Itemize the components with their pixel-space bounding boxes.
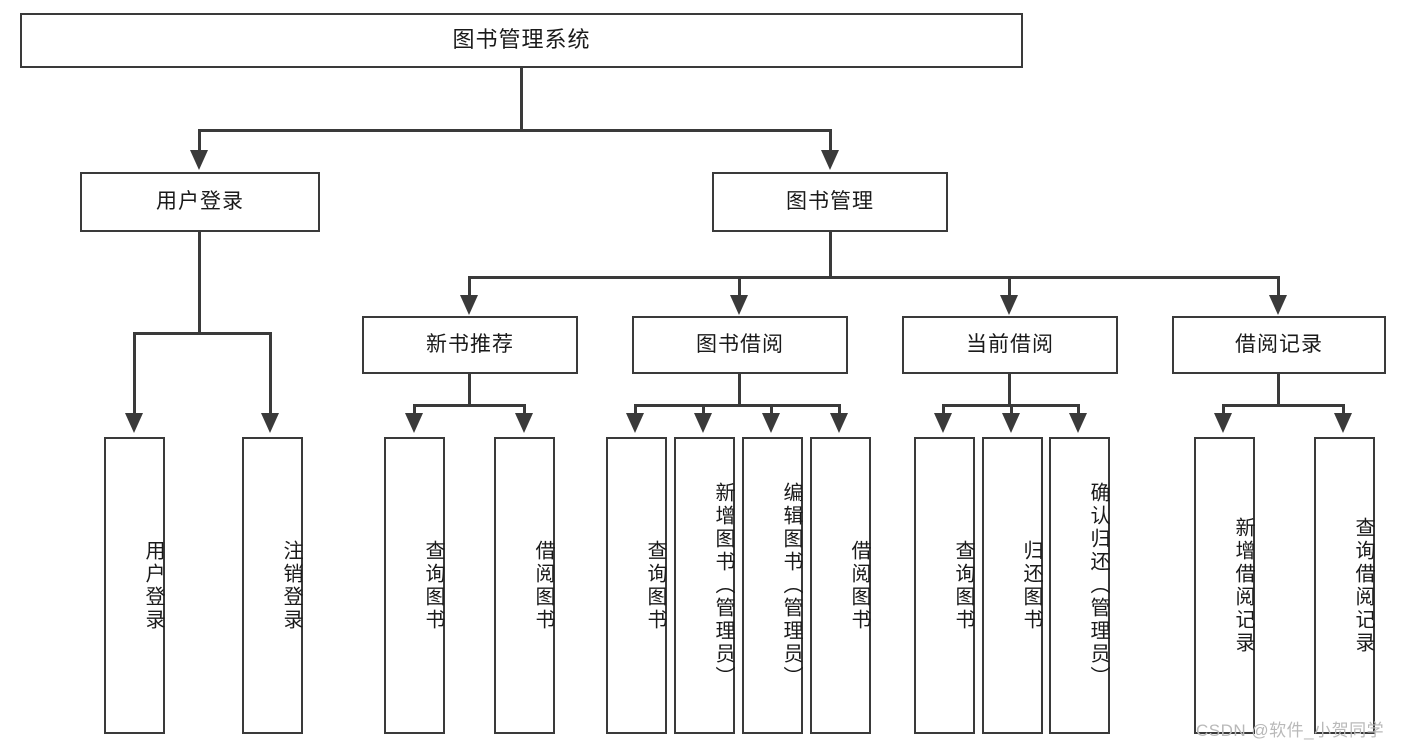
node-root-system[interactable]: 图书管理系统 <box>20 13 1023 68</box>
connector-borrow-record-leg-2 <box>1342 404 1345 415</box>
leaf-user-login-label: 用户登录 <box>142 539 164 632</box>
leaf-edit-book-admin-label: 编辑图书（管理员） <box>780 482 802 689</box>
node-current-borrow-label: 当前借阅 <box>966 333 1054 357</box>
connector-root-leg-right <box>829 129 832 153</box>
leaf-add-book-admin-label: 新增图书（管理员） <box>712 482 734 689</box>
leaf-add-borrow-record-label: 新增借阅记录 <box>1232 516 1254 655</box>
arrowhead-to-current-borrow <box>1000 295 1018 315</box>
leaf-add-borrow-record[interactable]: 新增借阅记录 <box>1194 437 1255 734</box>
leaf-query-book-borrow[interactable]: 查询图书 <box>606 437 667 734</box>
arrowhead-to-user-login <box>190 150 208 170</box>
arrowhead-to-leaf-add-book <box>694 413 712 433</box>
arrowhead-to-new-book <box>460 295 478 315</box>
connector-user-login-bus <box>133 332 271 335</box>
connector-book-manage-leg-4 <box>1277 276 1280 298</box>
leaf-query-book-current[interactable]: 查询图书 <box>914 437 975 734</box>
connector-root-bus <box>198 129 832 132</box>
arrowhead-to-leaf-confirm-return <box>1069 413 1087 433</box>
arrowhead-to-leaf-add-record <box>1214 413 1232 433</box>
connector-new-book-leg-2 <box>523 404 526 415</box>
connector-book-borrow-leg-2 <box>702 404 705 415</box>
connector-book-manage-leg-2 <box>738 276 741 298</box>
node-book-borrow-label: 图书借阅 <box>696 333 784 357</box>
connector-book-borrow-bus <box>634 404 839 407</box>
connector-book-borrow-leg-3 <box>770 404 773 415</box>
connector-book-manage-leg-1 <box>468 276 471 298</box>
leaf-query-borrow-record[interactable]: 查询借阅记录 <box>1314 437 1375 734</box>
leaf-logout-label: 注销登录 <box>280 539 302 632</box>
leaf-query-book-new[interactable]: 查询图书 <box>384 437 445 734</box>
arrowhead-to-leaf-query-book-2 <box>626 413 644 433</box>
leaf-borrow-book-borrow-label: 借阅图书 <box>848 539 870 632</box>
connector-book-borrow-leg-1 <box>634 404 637 415</box>
leaf-query-book-new-label: 查询图书 <box>422 539 444 632</box>
connector-book-manage-leg-3 <box>1008 276 1011 298</box>
leaf-add-book-admin[interactable]: 新增图书（管理员） <box>674 437 735 734</box>
connector-new-book-trunk <box>468 374 471 405</box>
connector-current-borrow-trunk <box>1008 374 1011 405</box>
node-book-manage[interactable]: 图书管理 <box>712 172 948 232</box>
node-book-manage-label: 图书管理 <box>786 190 874 214</box>
connector-borrow-record-trunk <box>1277 374 1280 405</box>
node-user-login-label: 用户登录 <box>156 190 244 214</box>
connector-new-book-bus <box>413 404 526 407</box>
node-borrow-record[interactable]: 借阅记录 <box>1172 316 1386 374</box>
leaf-edit-book-admin[interactable]: 编辑图书（管理员） <box>742 437 803 734</box>
leaf-return-book[interactable]: 归还图书 <box>982 437 1043 734</box>
node-borrow-record-label: 借阅记录 <box>1235 333 1323 357</box>
leaf-query-book-current-label: 查询图书 <box>952 539 974 632</box>
connector-book-borrow-leg-4 <box>838 404 841 415</box>
arrowhead-to-leaf-query-record <box>1334 413 1352 433</box>
connector-book-borrow-trunk <box>738 374 741 405</box>
arrowhead-to-leaf-borrow-book-2 <box>830 413 848 433</box>
arrowhead-to-book-manage <box>821 150 839 170</box>
node-new-book-recommend-label: 新书推荐 <box>426 333 514 357</box>
arrowhead-to-borrow-record <box>1269 295 1287 315</box>
leaf-user-login[interactable]: 用户登录 <box>104 437 165 734</box>
arrowhead-to-leaf-logout <box>261 413 279 433</box>
leaf-logout[interactable]: 注销登录 <box>242 437 303 734</box>
connector-root-leg-left <box>198 129 201 153</box>
node-book-borrow[interactable]: 图书借阅 <box>632 316 848 374</box>
connector-user-login-leg-1 <box>133 332 136 415</box>
leaf-query-borrow-record-label: 查询借阅记录 <box>1352 516 1374 655</box>
connector-borrow-record-leg-1 <box>1222 404 1225 415</box>
leaf-confirm-return-admin-label: 确认归还（管理员） <box>1087 482 1109 689</box>
leaf-borrow-book-new[interactable]: 借阅图书 <box>494 437 555 734</box>
node-new-book-recommend[interactable]: 新书推荐 <box>362 316 578 374</box>
connector-root-trunk <box>520 68 523 130</box>
connector-current-borrow-leg-1 <box>942 404 945 415</box>
arrowhead-to-leaf-query-book-1 <box>405 413 423 433</box>
connector-book-manage-trunk <box>829 232 832 277</box>
leaf-borrow-book-new-label: 借阅图书 <box>532 539 554 632</box>
connector-current-borrow-leg-3 <box>1077 404 1080 415</box>
arrowhead-to-leaf-edit-book <box>762 413 780 433</box>
node-root-system-label: 图书管理系统 <box>452 27 591 53</box>
arrowhead-to-leaf-borrow-book-1 <box>515 413 533 433</box>
connector-user-login-trunk <box>198 232 201 333</box>
connector-book-manage-bus <box>468 276 1280 279</box>
leaf-borrow-book-borrow[interactable]: 借阅图书 <box>810 437 871 734</box>
connector-new-book-leg-1 <box>413 404 416 415</box>
leaf-confirm-return-admin[interactable]: 确认归还（管理员） <box>1049 437 1110 734</box>
arrowhead-to-leaf-user-login <box>125 413 143 433</box>
node-user-login[interactable]: 用户登录 <box>80 172 320 232</box>
leaf-query-book-borrow-label: 查询图书 <box>644 539 666 632</box>
leaf-return-book-label: 归还图书 <box>1020 539 1042 632</box>
arrowhead-to-leaf-return-book <box>1002 413 1020 433</box>
connector-user-login-leg-2 <box>269 332 272 415</box>
arrowhead-to-leaf-query-book-3 <box>934 413 952 433</box>
node-current-borrow[interactable]: 当前借阅 <box>902 316 1118 374</box>
connector-current-borrow-leg-2 <box>1010 404 1013 415</box>
arrowhead-to-book-borrow <box>730 295 748 315</box>
connector-borrow-record-bus <box>1222 404 1344 407</box>
